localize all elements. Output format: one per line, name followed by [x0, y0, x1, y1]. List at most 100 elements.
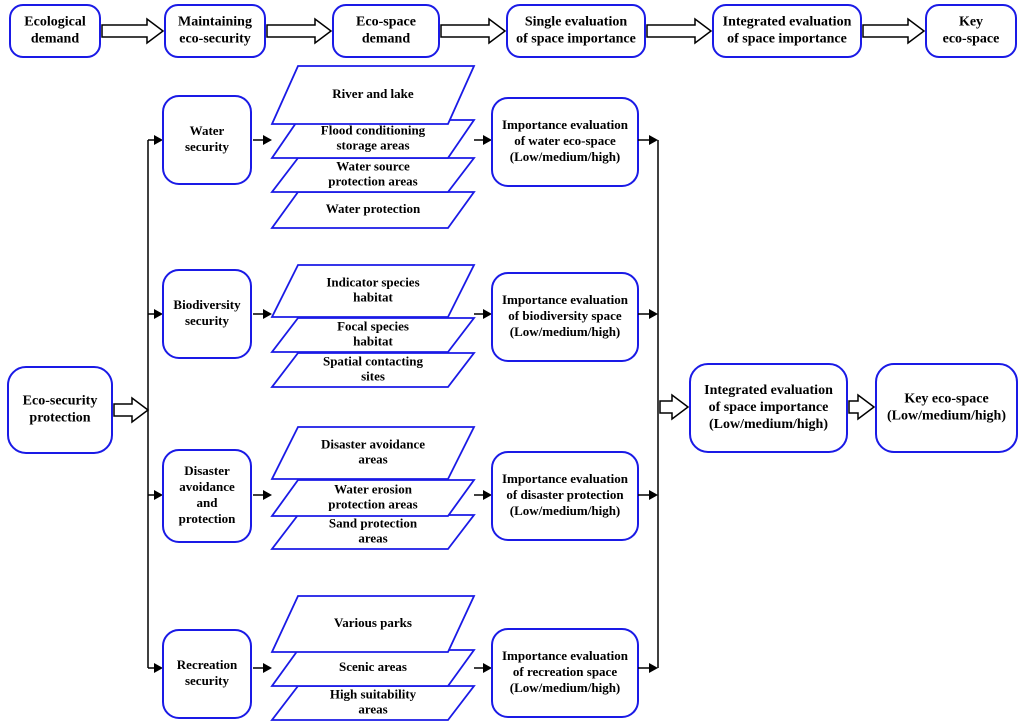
branch-disaster-evaluation-text-line-2: of disaster protection: [506, 487, 624, 502]
top-arrow-4: [646, 17, 713, 45]
top-ecological-demand-text-line-1: Ecological: [24, 15, 86, 30]
key-eco-space-text-line-2: (Low/medium/high): [887, 409, 1006, 424]
branch-recreation-evaluation-text-line-1: Importance evaluation: [502, 648, 629, 663]
top-single-evaluation-text-line-2: of space importance: [516, 32, 636, 47]
branch-biodiversity-layer-1-text-line-1: Indicator species: [326, 274, 419, 289]
top-maintaining-eco-security-text-line-1: Maintaining: [178, 15, 252, 30]
branch-disaster-to-eval-arrow-head: [483, 490, 492, 500]
branch-water-layer-4: Water protection: [270, 191, 476, 229]
branch-recreation-to-eval-arrow: [474, 663, 492, 673]
branch-biodiversity-in-arrow-head: [154, 309, 163, 319]
branch-water-layer-2-text-line-1: Flood conditioning: [321, 122, 426, 137]
branch-disaster-layer-2-text-line-1: Water erosion: [334, 481, 413, 496]
top-single-evaluation-text-line-1: Single evaluation: [525, 15, 628, 30]
branch-recreation-out-arrow-head: [649, 663, 658, 673]
branch-disaster-category-text-line-4: protection: [179, 511, 237, 526]
branch-biodiversity-layer-3-shape: [270, 352, 476, 388]
branch-biodiversity-out-arrow-head: [649, 309, 658, 319]
root-eco-security-protection-text-line-1: Eco-security: [23, 394, 98, 409]
top-key-eco-space-top-text-line-1: Key: [959, 15, 983, 30]
branch-disaster-to-layers-arrow-head: [263, 490, 272, 500]
branch-water-layer-4-text-line-1: Water protection: [326, 201, 421, 216]
key-eco-space-frame: [875, 363, 1018, 453]
top-arrow-5: [862, 17, 926, 45]
key-eco-space-text-line-1: Key eco-space: [904, 392, 988, 407]
branch-water-out-arrow: [638, 135, 658, 145]
integrated-evaluation-text-line-1: Integrated evaluation: [704, 383, 833, 398]
branch-biodiversity-evaluation-frame: [491, 272, 639, 362]
branch-recreation-category-frame: [162, 629, 252, 719]
integrated-evaluation: Integrated evaluation of space importance…: [689, 363, 848, 453]
branch-biodiversity-evaluation-text-line-1: Importance evaluation: [502, 292, 629, 307]
branch-biodiversity-to-layers-arrow-head: [263, 309, 272, 319]
branch-biodiversity-to-eval-arrow-head: [483, 309, 492, 319]
top-maintaining-eco-security-text-line-2: eco-security: [179, 32, 251, 47]
top-single-evaluation: Single evaluation of space importance: [506, 4, 646, 58]
branch-biodiversity-layer-1-text-line-2: habitat: [353, 289, 393, 304]
branch-disaster-in-arrow: [148, 490, 163, 500]
branch-biodiversity-layer-2-text-line-2: habitat: [353, 333, 393, 348]
root-eco-security-protection-text-line-2: protection: [29, 411, 90, 426]
branch-water-layer-2-text-line-2: storage areas: [336, 137, 409, 152]
top-ecological-demand: Ecological demand: [9, 4, 101, 58]
branch-disaster-in-arrow-head: [154, 490, 163, 500]
top-single-evaluation-frame: [506, 4, 646, 58]
branch-recreation-in-arrow: [148, 663, 163, 673]
integrated-in-arrow: [659, 393, 690, 421]
branch-recreation-evaluation-text-line-2: of recreation space: [513, 664, 617, 679]
branch-biodiversity-layer-2-shape: [270, 317, 476, 353]
branch-disaster-layer-2-text-line-2: protection areas: [328, 496, 417, 511]
branch-disaster-layer-3-text-line-2: areas: [358, 530, 387, 545]
integrated-evaluation-text-line-3: (Low/medium/high): [709, 417, 828, 432]
branch-disaster-out-arrow: [638, 490, 658, 500]
branch-recreation-to-layers-arrow: [253, 663, 272, 673]
branch-disaster-evaluation-text-line-1: Importance evaluation: [502, 471, 629, 486]
branch-water-evaluation-text-line-3: (Low/medium/high): [510, 149, 621, 164]
integrated-evaluation-text-line-2: of space importance: [709, 400, 829, 415]
branch-water-evaluation-frame: [491, 97, 639, 187]
branch-biodiversity-category-text-line-2: security: [185, 313, 230, 328]
branch-recreation-evaluation-frame: [491, 628, 639, 718]
branch-biodiversity-layer-3-text-line-1: Spatial contacting: [323, 353, 424, 368]
branch-biodiversity-to-eval-arrow: [474, 309, 492, 319]
root-arrow: [113, 396, 150, 424]
branch-water-layer-1-text-line-1: River and lake: [332, 86, 414, 101]
branch-recreation-in-arrow-head: [154, 663, 163, 673]
top-arrow-3: [440, 17, 507, 45]
branch-recreation-to-eval-arrow-head: [483, 663, 492, 673]
branch-recreation-layer-1-shape: [270, 595, 476, 653]
branch-biodiversity-evaluation-text-line-2: of biodiversity space: [508, 308, 622, 323]
branch-recreation-category-text-line-1: Recreation: [177, 657, 238, 672]
branch-biodiversity-layer-3-text-line-2: sites: [361, 368, 385, 383]
root-eco-security-protection-frame: [7, 366, 113, 454]
branch-recreation-category-text-line-2: security: [185, 673, 230, 688]
branch-recreation-layer-1-text-line-1: Various parks: [334, 615, 412, 630]
branch-biodiversity-out-arrow: [638, 309, 658, 319]
top-key-eco-space-top-frame: [925, 4, 1017, 58]
branch-disaster-category-text-line-1: Disaster: [184, 463, 230, 478]
branch-recreation-layer-2-text-line-1: Scenic areas: [339, 659, 407, 674]
branch-water-category-text-line-1: Water: [190, 123, 225, 138]
branch-biodiversity-evaluation-text-line-3: (Low/medium/high): [510, 324, 621, 339]
integrated-evaluation-frame: [689, 363, 848, 453]
branch-water-evaluation-text-line-2: of water eco-space: [514, 133, 616, 148]
top-key-eco-space-top-text-line-2: eco-space: [943, 32, 1000, 47]
branch-disaster-to-layers-arrow: [253, 490, 272, 500]
branch-recreation-layer-3-text-line-2: areas: [358, 701, 387, 716]
branch-disaster-out-arrow-head: [649, 490, 658, 500]
top-eco-space-demand-text-line-1: Eco-space: [356, 15, 416, 30]
top-eco-space-demand-text-line-2: demand: [362, 32, 410, 47]
branch-recreation-layer-1: Various parks: [270, 595, 476, 653]
top-ecological-demand-text-line-2: demand: [31, 32, 79, 47]
root-eco-security-protection: Eco-security protection: [7, 366, 113, 454]
branch-water-layer-1-shape: [270, 65, 476, 125]
